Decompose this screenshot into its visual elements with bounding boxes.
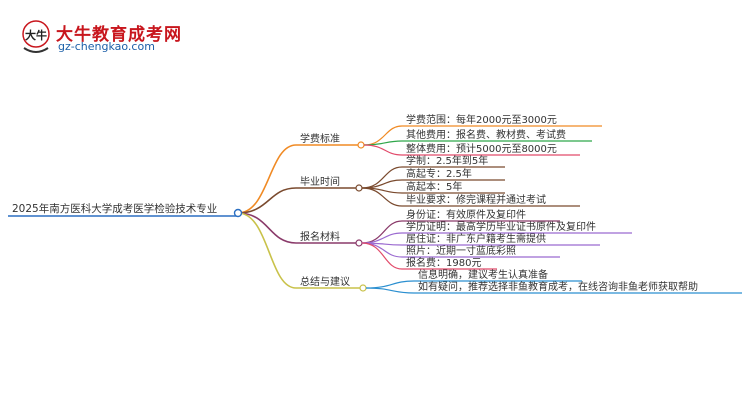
branch-label: 学费标准 (300, 132, 340, 145)
leaf-connector (361, 220, 403, 244)
branch-connector (237, 187, 297, 214)
branch-label: 总结与建议 (300, 275, 350, 288)
leaf-connector (363, 144, 403, 156)
leaf-label: 照片：近期一寸蓝底彩照 (406, 244, 516, 257)
leaf-label: 其他费用：报名费、教材费、考试费 (406, 128, 566, 141)
leaf-label: 如有疑问，推荐选择非鱼教育成考，在线咨询非鱼老师获取帮助 (418, 280, 698, 293)
logo-title: 大牛教育成考网 (56, 25, 182, 45)
logo-mark-icon: 大牛 (22, 20, 50, 53)
leaf-label: 高起专：2.5年 (406, 167, 472, 180)
branch-connector (237, 212, 297, 289)
leaf-connector (361, 232, 403, 244)
root-label: 2025年南方医科大学成考医学检验技术专业 (12, 202, 217, 215)
leaf-label: 学历证明：最高学历毕业证书原件及复印件 (406, 220, 596, 233)
branch-label: 毕业时间 (300, 175, 340, 188)
branch-node (359, 284, 367, 292)
leaf-connector (361, 242, 403, 270)
root-node (233, 208, 243, 218)
leaf-connector (363, 140, 403, 146)
leaf-connector (363, 125, 403, 146)
leaf-label: 报名费：1980元 (406, 256, 481, 269)
leaf-label: 居住证：非广东户籍考生需提供 (406, 232, 546, 245)
branch-node (357, 141, 365, 149)
leaf-connector (365, 280, 415, 289)
leaf-label: 信息明确，建议考生认真准备 (418, 268, 548, 281)
branch-node (355, 184, 363, 192)
site-logo[interactable]: 大牛 大牛教育成考网 gz-chengkao.com (18, 18, 198, 58)
branch-label: 报名材料 (300, 230, 340, 243)
leaf-label: 学费范围：每年2000元至3000元 (406, 113, 557, 126)
leaf-connector (365, 287, 415, 294)
logo-url: gz-chengkao.com (58, 40, 155, 53)
branch-connector (237, 212, 297, 244)
leaf-connector (361, 187, 403, 207)
leaf-label: 整体费用：预计5000元至8000元 (406, 142, 557, 155)
logo-mark-text: 大牛 (25, 28, 47, 42)
leaf-label: 高起本：5年 (406, 180, 462, 193)
branch-connector (237, 144, 297, 214)
leaf-label: 身份证：有效原件及复印件 (406, 208, 526, 221)
leaf-label: 毕业要求：修完课程并通过考试 (406, 193, 546, 206)
leaf-label: 学制：2.5年到5年 (406, 154, 488, 167)
branch-node (355, 239, 363, 247)
